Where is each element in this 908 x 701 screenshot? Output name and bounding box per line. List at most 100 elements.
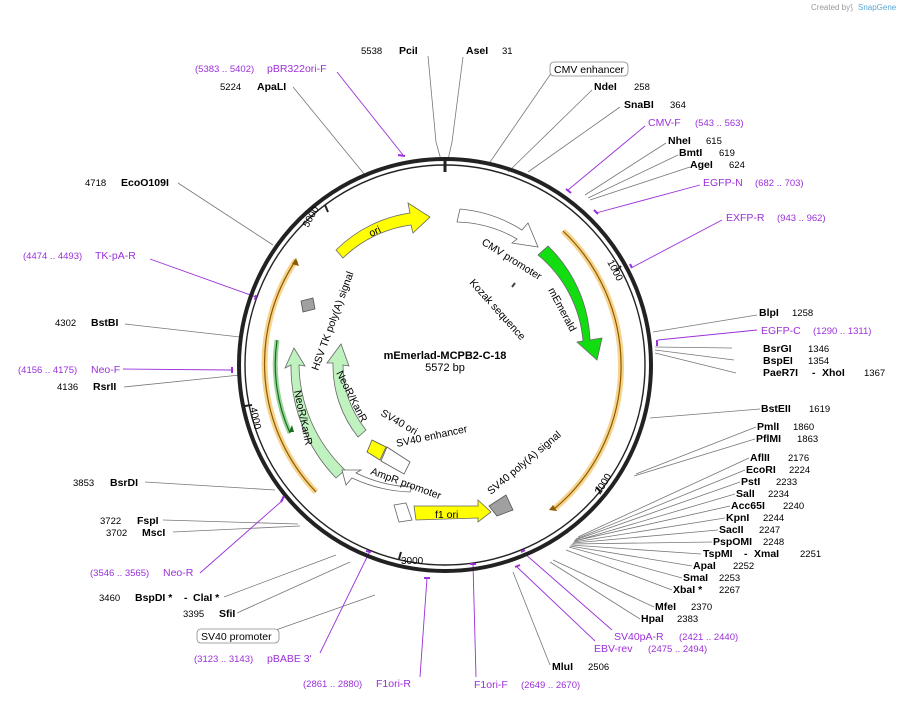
site-pos: 1863	[797, 434, 818, 445]
site-pos: 2252	[733, 561, 754, 572]
primer-range: (4156 .. 4175)	[18, 365, 77, 376]
tick-label-5000: 5000	[301, 204, 322, 229]
site-label: PflMI	[756, 433, 781, 445]
primer-label: pBABE 3'	[267, 653, 312, 665]
site-label: PciI	[399, 45, 418, 57]
site-labels-left: 5538 PciI 5224 ApaLI 4718 EcoO109I 4302 …	[55, 45, 418, 620]
site-label: AgeI	[690, 159, 713, 171]
site-pos: 2253	[719, 573, 740, 584]
site-label: ApaLI	[257, 81, 286, 93]
primer-range: (2649 .. 2670)	[521, 680, 580, 691]
feature-label-f1-ori: f1 ori	[435, 509, 458, 521]
cmv-enhancer-box	[549, 61, 629, 77]
primer-label: SV40pA-R	[614, 631, 664, 643]
sv40-enhancer-box	[380, 446, 411, 475]
credit: Created by ⟆ SnapGene	[811, 3, 897, 12]
primer-leaders	[122, 71, 758, 678]
f1-ori-arrow	[413, 499, 492, 523]
site-label: MscI	[142, 527, 165, 539]
site-pos: 4136	[57, 382, 78, 393]
site-label: BstEII	[761, 403, 791, 415]
site-pos: 2240	[783, 501, 804, 512]
tick-5000	[324, 204, 329, 213]
site-pos: 4302	[55, 318, 76, 329]
site-pos: 2244	[763, 513, 784, 524]
orf-arcs	[261, 228, 624, 512]
site-label: BlpI	[759, 307, 779, 319]
site-label: TspMI	[703, 548, 733, 560]
site-label: AseI	[466, 45, 488, 57]
site-label: PaeR7I	[763, 367, 798, 379]
sv40-ori-box	[366, 439, 387, 461]
tick-3000	[398, 551, 402, 560]
tick-label-4000: 4000	[247, 406, 262, 430]
site-pos: 5224	[220, 82, 241, 93]
primer-range: (543 .. 563)	[695, 118, 744, 129]
site-pos: 1860	[793, 422, 814, 433]
kozak-mark	[511, 282, 516, 288]
primer-label: pBR322ori-F	[267, 63, 327, 75]
sv40-promoter-box	[196, 628, 280, 644]
primer-label: F1ori-R	[376, 678, 411, 690]
site-dash: -	[744, 548, 748, 560]
primer-label: EGFP-N	[703, 177, 743, 189]
site-pos: 1367	[864, 368, 885, 379]
feature-label-neor-outer: NeoR/KanR	[291, 389, 314, 447]
site-pos: 3460	[99, 593, 120, 604]
site-label: NheI	[668, 135, 691, 147]
primer-label: EXFP-R	[726, 212, 765, 224]
site-leaders	[123, 55, 761, 666]
site-pos: 2383	[677, 614, 698, 625]
credit-text: Created by	[811, 3, 850, 12]
site-pos: 3702	[106, 528, 127, 539]
site-pos: 2248	[763, 537, 784, 548]
site-label: PspOMI	[713, 536, 752, 548]
site-label: BsrDI	[110, 477, 138, 489]
plasmid-name: mEmerlad-MCPB2-C-18	[384, 350, 507, 362]
site-label: MfeI	[655, 601, 676, 613]
site-label: ApaI	[693, 560, 716, 572]
site-label: SfiI	[219, 608, 235, 620]
primer-range: (682 .. 703)	[755, 178, 804, 189]
site-pos: 1354	[808, 356, 829, 367]
cmv-promoter-arrow	[456, 208, 539, 248]
features	[284, 202, 603, 523]
feature-label-kozak: Kozak sequence	[467, 277, 528, 343]
site-pos: 5538	[361, 46, 382, 57]
ori-arrow	[335, 202, 431, 259]
site-pos: 2247	[759, 525, 780, 536]
feature-label-sv40-polya: SV40 poly(A) signal	[485, 429, 563, 497]
site-label: PmlI	[757, 421, 779, 433]
site-label-alt: ClaI *	[193, 592, 220, 604]
site-dash: -	[812, 367, 816, 379]
site-pos: 3853	[73, 478, 94, 489]
site-pos: 364	[670, 100, 686, 111]
neor-outer-arrow	[284, 347, 346, 479]
tick-4000	[244, 404, 253, 407]
site-pos: 2234	[768, 489, 789, 500]
site-label: SmaI	[683, 572, 708, 584]
primer-labels: (5383 .. 5402) pBR322ori-F CMV-F (543 ..…	[18, 63, 871, 691]
primer-label: F1ori-F	[474, 679, 508, 691]
primer-range: (3123 .. 3143)	[194, 654, 253, 665]
site-label-alt: XmaI	[754, 548, 779, 560]
site-pos: 619	[719, 148, 735, 159]
site-pos: 2233	[776, 477, 797, 488]
primer-range: (4474 .. 4493)	[23, 251, 82, 262]
primer-range: (2861 .. 2880)	[303, 679, 362, 690]
site-pos: 2224	[789, 465, 810, 476]
snapgene-icon: ⟆	[850, 3, 853, 12]
site-pos: 2267	[719, 585, 740, 596]
site-pos: 2370	[691, 602, 712, 613]
site-label: SalI	[736, 488, 755, 500]
site-pos: 615	[706, 136, 722, 147]
site-label: BstBI	[91, 317, 119, 329]
site-label-alt: XhoI	[822, 367, 845, 379]
site-label: AflII	[750, 452, 770, 464]
ampr-promoter-small	[393, 502, 413, 523]
tick-label-3000: 3000	[401, 556, 424, 567]
site-label: BsrGI	[763, 343, 792, 355]
site-label: KpnI	[726, 512, 749, 524]
site-pos: 1346	[808, 344, 829, 355]
neor-inner-arrow	[326, 343, 367, 438]
